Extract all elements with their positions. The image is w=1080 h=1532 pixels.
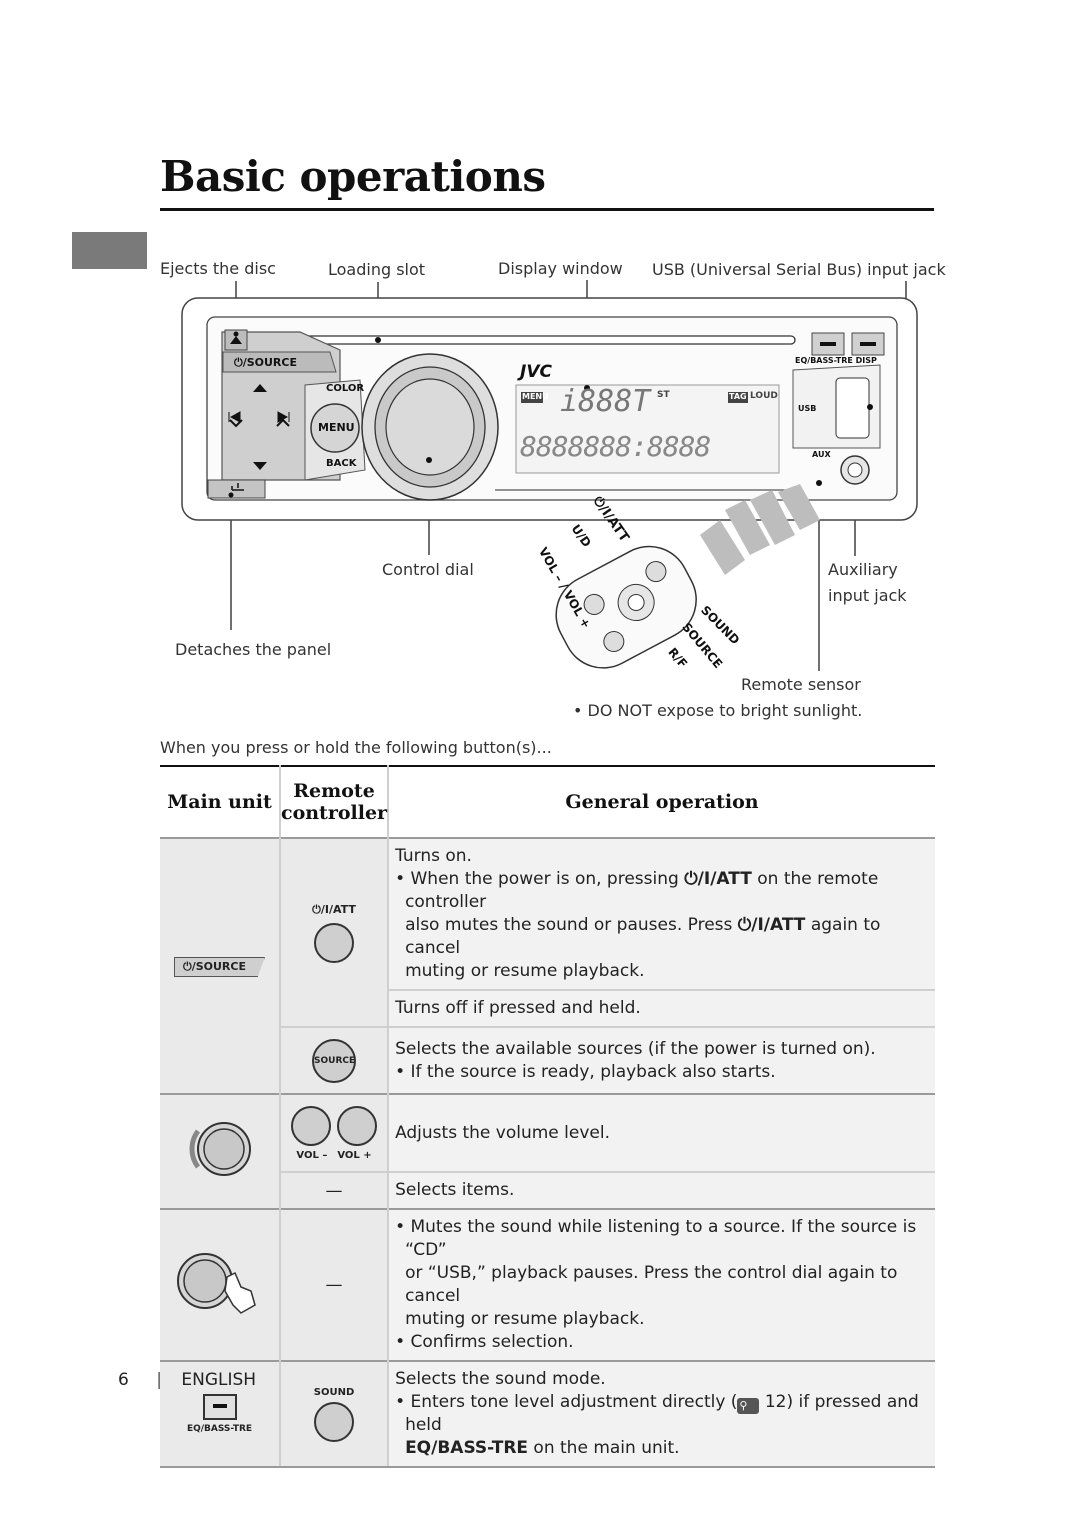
row-selects-sources: Selects the available sources (if the po…	[388, 1026, 935, 1094]
remote-vol-minus-button[interactable]	[291, 1105, 332, 1146]
row-mute-confirm: • Mutes the sound while listening to a s…	[388, 1208, 935, 1361]
remote-sound-button[interactable]	[314, 1401, 355, 1442]
remote-att-cell: ⏻/I/ATT	[280, 837, 390, 1027]
remote-att-button[interactable]	[314, 922, 355, 963]
title-rule	[160, 208, 934, 211]
table-row: VOL – VOL + Adjusts the volume level.	[160, 1093, 935, 1209]
display-loud: LOUD	[750, 391, 778, 401]
text-turns-off: Turns off if pressed and held.	[388, 989, 935, 1027]
vol-minus-label: VOL –	[296, 1149, 328, 1161]
remote-sound-cell: SOUND	[280, 1360, 390, 1468]
text-att-note-3: muting or resume playback.	[405, 961, 645, 981]
remote-none-dash: —	[280, 1171, 390, 1209]
main-eq-button[interactable]	[202, 1394, 237, 1420]
reference-magnifier-icon: ⚲	[737, 1398, 760, 1414]
main-eq-label: EQ/BASS-TRE	[186, 1424, 253, 1434]
table-row: EQ/BASS-TRE SOUND Selects the sound mode…	[160, 1360, 935, 1468]
device-aux-label: AUX	[812, 450, 831, 459]
row-sound-mode: Selects the sound mode. • Enters tone le…	[388, 1360, 935, 1468]
main-source-button[interactable]: ⏻/SOURCE	[174, 957, 265, 977]
text-adjust-volume: Adjusts the volume level.	[388, 1093, 935, 1172]
display-segments-top: i888T	[560, 384, 651, 419]
table-lead: When you press or hold the following but…	[160, 738, 552, 757]
table-row: ⏻/SOURCE ⏻/I/ATT Turns on. • When the po…	[160, 837, 935, 1094]
remote-att-button-label: ⏻/I/ATT	[312, 902, 356, 916]
text-selects-items: Selects items.	[388, 1171, 935, 1209]
text-tone-adjust-2: EQ/BASS-TRE on the main unit.	[405, 1438, 680, 1458]
text-att-note-2: also mutes the sound or pauses. Press ⏻/…	[405, 915, 881, 958]
device-usb-label: USB	[798, 404, 817, 413]
text-mute-3: muting or resume playback.	[405, 1309, 645, 1329]
callout-ejects: Ejects the disc	[160, 259, 276, 278]
callout-control-dial: Control dial	[382, 560, 474, 579]
main-source-button-cell: ⏻/SOURCE	[160, 837, 281, 1094]
remote-sound-label: SOUND	[313, 1386, 355, 1398]
header-remote-line2: controller	[281, 802, 388, 824]
callout-aux-1: Auxiliary	[828, 560, 898, 579]
text-selects-sources: Selects the available sources (if the po…	[395, 1038, 876, 1059]
remote-source-cell: SOURCE	[280, 1026, 390, 1094]
header-remote-line1: Remote	[293, 780, 375, 802]
header-general: General operation	[388, 765, 935, 838]
control-dial-press-icon	[176, 1252, 256, 1314]
device-menu-label: MENU	[318, 421, 355, 434]
table-row: SOURCE Selects the available sources (if…	[160, 1026, 935, 1094]
main-eq-cell: EQ/BASS-TRE	[160, 1360, 281, 1468]
callout-display-window: Display window	[498, 259, 623, 278]
table-row: Turns off if pressed and held.	[160, 989, 935, 1027]
table-row: — • Mutes the sound while listening to a…	[160, 1208, 935, 1361]
table-row: — Selects items.	[160, 1171, 935, 1209]
control-dial-turn-icon	[189, 1122, 251, 1176]
display-menu-tag: MENU	[522, 392, 549, 401]
text-sound-mode: Selects the sound mode.	[395, 1369, 606, 1389]
text-mute-2: or “USB,” playback pauses. Press the con…	[405, 1263, 898, 1306]
page-title: Basic operations	[160, 152, 546, 201]
callout-loading-slot: Loading slot	[328, 260, 426, 279]
device-color-label: COLOR	[326, 383, 365, 394]
section-tab-marker	[72, 232, 147, 269]
page-number: 6	[118, 1370, 129, 1390]
row-turns-on: Turns on. • When the power is on, pressi…	[388, 837, 935, 990]
header-main-unit: Main unit	[160, 765, 281, 838]
callout-sensor-note: • DO NOT expose to bright sunlight.	[573, 701, 863, 720]
main-dial-press-cell	[160, 1208, 281, 1361]
display-tag: TAG	[729, 392, 747, 401]
text-att-note-1: • When the power is on, pressing ⏻/I/ATT…	[395, 869, 879, 912]
text-playback-starts: • If the source is ready, playback also …	[395, 1061, 776, 1082]
table-header-row: Main unit Remote controller General oper…	[160, 765, 935, 838]
callout-aux-2: input jack	[828, 586, 907, 605]
text-tone-adjust: • Enters tone level adjustment directly …	[395, 1392, 919, 1435]
header-remote: Remote controller	[280, 765, 390, 838]
remote-source-button[interactable]: SOURCE	[312, 1038, 357, 1083]
device-disp-label: EQ/BASS-TRE DISP	[795, 356, 877, 365]
text-confirms: • Confirms selection.	[395, 1332, 574, 1352]
operations-table: Main unit Remote controller General oper…	[160, 765, 935, 1468]
vol-plus-label: VOL +	[337, 1149, 372, 1161]
callout-usb: USB (Universal Serial Bus) input jack	[652, 260, 946, 279]
device-illustration	[181, 280, 918, 671]
device-source-label: ⏻/SOURCE	[234, 356, 297, 369]
page-footer: 6 | ENGLISH	[118, 1370, 256, 1390]
callout-remote-sensor: Remote sensor	[741, 675, 861, 694]
footer-divider: |	[156, 1370, 162, 1390]
text-turns-on: Turns on.	[395, 846, 472, 866]
remote-vol-plus-button[interactable]	[337, 1105, 378, 1146]
device-back-label: BACK	[326, 458, 357, 469]
text-mute-1: • Mutes the sound while listening to a s…	[395, 1217, 917, 1260]
device-brand: JVC	[520, 362, 552, 382]
main-dial-turn-cell	[160, 1093, 281, 1209]
remote-vol-cell: VOL – VOL +	[280, 1093, 390, 1172]
remote-none-dash: —	[280, 1208, 390, 1361]
display-st: ST	[657, 390, 670, 400]
display-segments-bottom: 8888888:8888	[520, 430, 711, 463]
callout-detaches: Detaches the panel	[175, 640, 332, 659]
footer-language: ENGLISH	[181, 1370, 257, 1390]
